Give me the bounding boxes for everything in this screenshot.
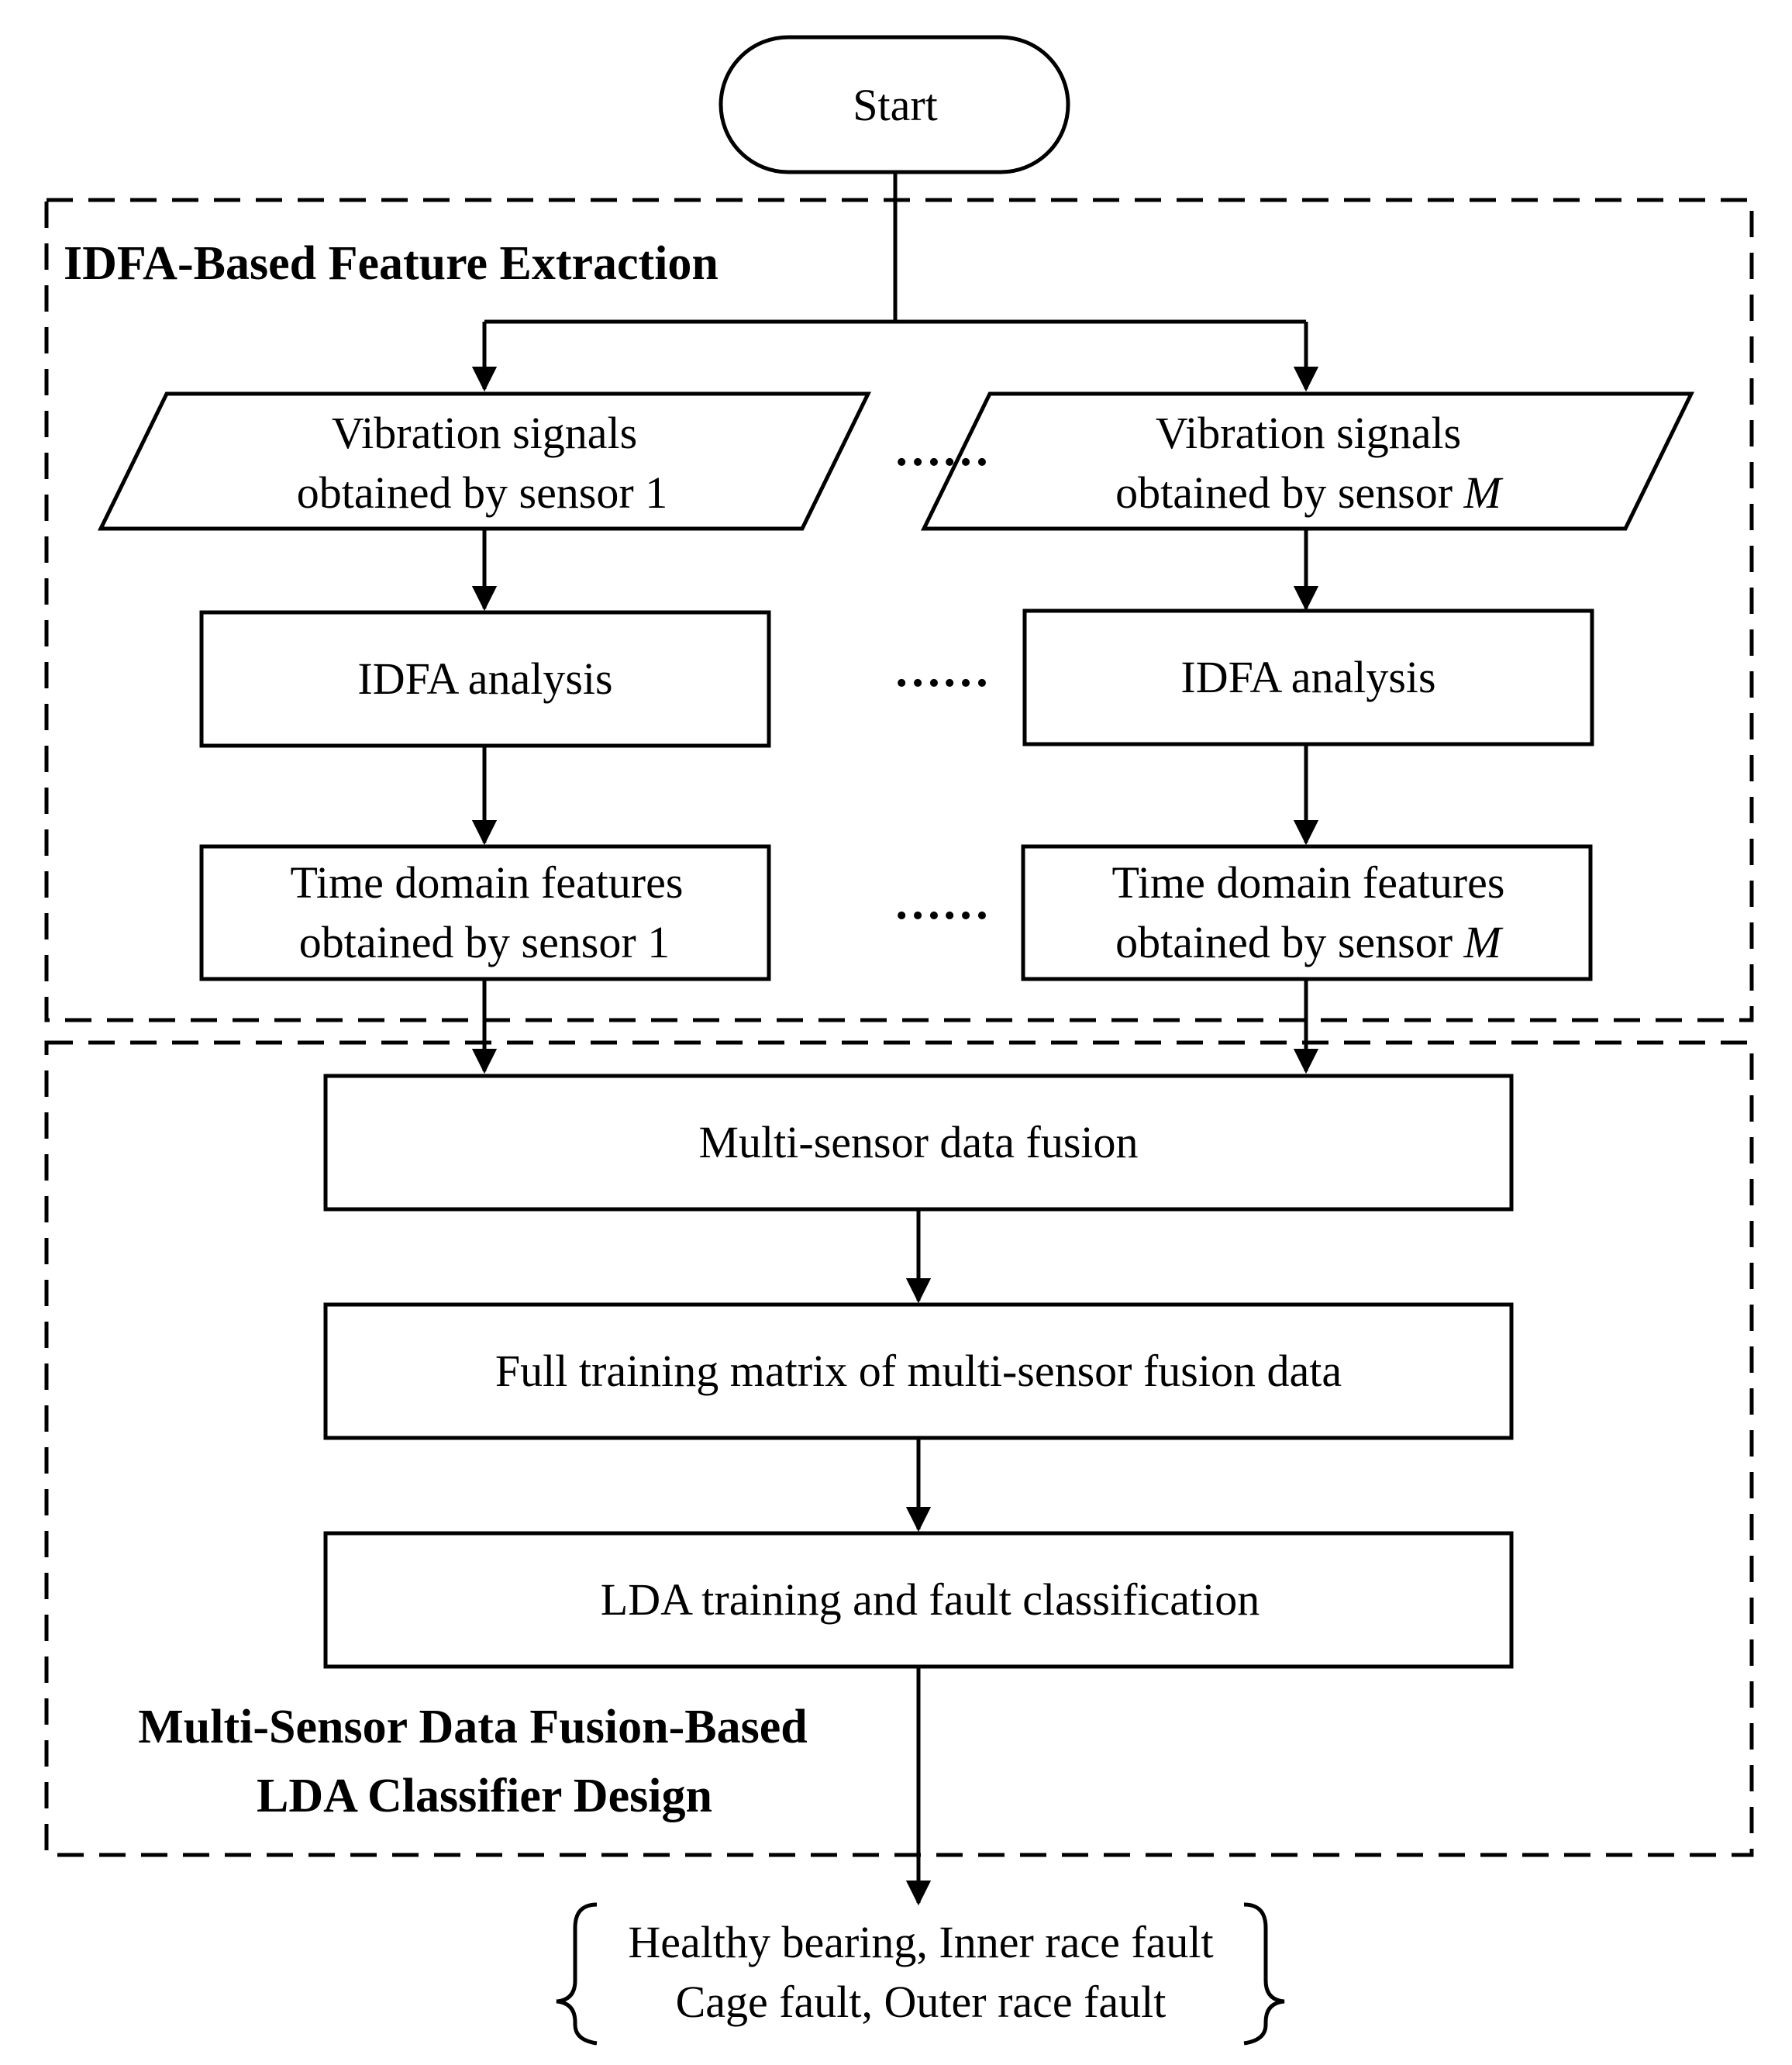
left-brace	[556, 1902, 598, 2046]
idfa-analysis-sensor-1-label: IDFA analysis	[357, 653, 612, 704]
ellipsis-row-2: ……	[894, 644, 990, 697]
vibration-signals-sensor-m-node	[920, 391, 1695, 531]
output-set: Healthy bearing, Inner race fault Cage f…	[556, 1902, 1285, 2046]
lda-training-node	[323, 1531, 1514, 1669]
classifier-design-title-line2: LDA Classifier Design	[257, 1770, 712, 1822]
time-domain-features-sensor-1-node	[199, 844, 771, 981]
idfa-analysis-sensor-m-node	[1022, 608, 1594, 746]
multi-sensor-data-fusion-label: Multi-sensor data fusion	[698, 1117, 1138, 1167]
lda-training-label: LDA training and fault classification	[601, 1574, 1260, 1625]
vibration-signals-sensor-m-line1: Vibration signals	[1156, 408, 1461, 458]
edges	[471, 172, 1319, 1906]
output-line-2: Cage fault, Outer race fault	[676, 1977, 1167, 2027]
classifier-design-section	[44, 1040, 1754, 1857]
feature-extraction-section	[44, 198, 1754, 1022]
output-line-1: Healthy bearing, Inner race fault	[628, 1917, 1213, 1967]
time-domain-features-sensor-1-line1: Time domain features	[291, 857, 684, 908]
time-domain-features-sensor-m-node	[1021, 844, 1593, 981]
vibration-signals-sensor-1-node	[97, 391, 872, 531]
classifier-design-title-line1: Multi-Sensor Data Fusion-Based	[138, 1701, 808, 1753]
vibration-signals-sensor-1-line2: obtained by sensor 1	[297, 467, 667, 518]
idfa-analysis-sensor-1-node	[199, 610, 771, 748]
time-domain-features-sensor-m-line1: Time domain features	[1112, 857, 1505, 908]
full-training-matrix-node	[323, 1302, 1514, 1440]
ellipsis-row-1: ……	[894, 423, 990, 476]
idfa-analysis-sensor-m-label: IDFA analysis	[1180, 652, 1435, 702]
right-brace	[1243, 1902, 1285, 2046]
vibration-signals-sensor-1-line1: Vibration signals	[332, 408, 637, 458]
ellipsis-row-3: ……	[894, 877, 990, 929]
vibration-signals-sensor-m-line2: obtained by sensor M	[1115, 467, 1503, 518]
full-training-matrix-label: Full training matrix of multi-sensor fus…	[495, 1346, 1342, 1396]
time-domain-features-sensor-1-line2: obtained by sensor 1	[299, 917, 670, 967]
feature-extraction-title: IDFA-Based Feature Extraction	[64, 237, 719, 290]
time-domain-features-sensor-m-line2: obtained by sensor M	[1115, 917, 1503, 967]
start-node	[719, 35, 1070, 174]
multi-sensor-data-fusion-node	[323, 1074, 1514, 1212]
start-label: Start	[853, 80, 938, 130]
